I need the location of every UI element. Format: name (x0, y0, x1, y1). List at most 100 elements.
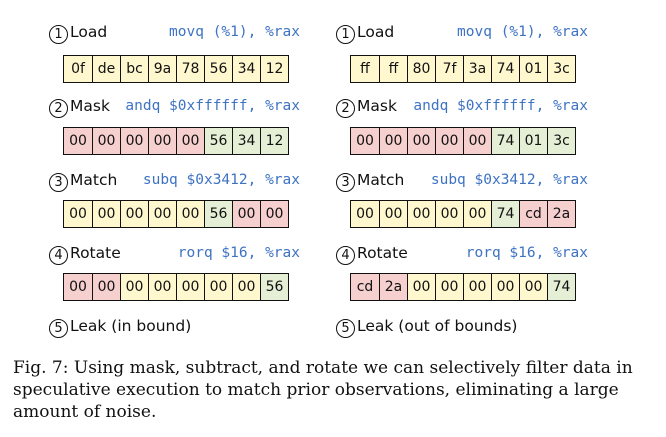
byte-cell: 00 (351, 128, 379, 154)
instruction-code: subq $0x3412, %rax (430, 172, 588, 188)
byte-cell: 74 (547, 274, 575, 300)
byte-cell: 00 (260, 201, 288, 227)
byte-cell: 00 (92, 201, 120, 227)
byte-cell: de (92, 56, 120, 82)
byte-cell: 56 (260, 274, 288, 300)
byte-cell: 7f (435, 56, 463, 82)
byte-cell: 00 (407, 201, 435, 227)
byte-cell: cd (519, 201, 547, 227)
byte-cell: 00 (519, 274, 547, 300)
byte-cell: 00 (435, 274, 463, 300)
step-number-circle: 1 (336, 25, 355, 44)
byte-cell: 00 (435, 201, 463, 227)
byte-cell: 00 (407, 128, 435, 154)
step-name: Load (357, 23, 395, 41)
byte-cell: 00 (64, 128, 92, 154)
byte-cell: 3c (547, 128, 575, 154)
step-name: Rotate (357, 244, 408, 262)
step-number-circle: 4 (336, 246, 355, 265)
byte-cell: 00 (491, 274, 519, 300)
byte-cell: 00 (92, 128, 120, 154)
byte-cell: 00 (64, 274, 92, 300)
step-number-circle: 4 (49, 246, 68, 265)
step-name: Match (70, 171, 118, 189)
byte-cell: 80 (407, 56, 435, 82)
byte-cell: 01 (519, 128, 547, 154)
byte-cell: 74 (491, 128, 519, 154)
figure-caption: Fig. 7: Using mask, subtract, and rotate… (13, 358, 633, 422)
instruction-code: movq (%1), %rax (457, 24, 588, 40)
byte-cell: 3c (547, 56, 575, 82)
step-number-circle: 5 (49, 319, 68, 338)
byte-cell: 00 (148, 201, 176, 227)
byte-cell: 00 (463, 128, 491, 154)
step-number-circle: 2 (49, 99, 68, 118)
byte-cell: 74 (491, 56, 519, 82)
byte-cell: 12 (260, 56, 288, 82)
byte-cell: ff (351, 56, 379, 82)
step-name: Mask (70, 97, 110, 115)
byte-cell: 00 (176, 201, 204, 227)
step-name: Mask (357, 97, 397, 115)
instruction-code: movq (%1), %rax (169, 24, 300, 40)
byte-cell: 12 (260, 128, 288, 154)
byte-cell: 00 (176, 128, 204, 154)
byte-cell: ff (379, 56, 407, 82)
byte-cell: 00 (379, 128, 407, 154)
step-name: Load (70, 23, 108, 41)
byte-cell: 2a (547, 201, 575, 227)
byte-cell: 00 (407, 274, 435, 300)
step-number-circle: 5 (336, 319, 355, 338)
byte-cell: 9a (148, 56, 176, 82)
byte-cell: 56 (204, 128, 232, 154)
byte-cell: 00 (463, 274, 491, 300)
instruction-code: andq $0xffffff, %rax (413, 98, 588, 114)
step-number-circle: 3 (336, 173, 355, 192)
byte-cell: bc (120, 56, 148, 82)
byte-cell: 34 (232, 128, 260, 154)
byte-cell: 3a (463, 56, 491, 82)
step-number-circle: 2 (336, 99, 355, 118)
byte-cell: 00 (176, 274, 204, 300)
byte-cell: 34 (232, 56, 260, 82)
step-number-circle: 1 (49, 25, 68, 44)
instruction-code: rorq $16, %rax (177, 245, 300, 261)
byte-cell: 78 (176, 56, 204, 82)
byte-cell: 00 (351, 201, 379, 227)
byte-cell: 00 (379, 201, 407, 227)
byte-cell: 00 (232, 201, 260, 227)
byte-cell: cd (351, 274, 379, 300)
byte-cell: 00 (435, 128, 463, 154)
instruction-code: rorq $16, %rax (465, 245, 588, 261)
step-name: Leak (out of bounds) (357, 317, 518, 335)
step-number-circle: 3 (49, 173, 68, 192)
byte-cell: 00 (92, 274, 120, 300)
byte-cell: 00 (120, 128, 148, 154)
step-name: Rotate (70, 244, 121, 262)
byte-cell: 56 (204, 201, 232, 227)
byte-cell: 00 (148, 128, 176, 154)
byte-cell: 00 (463, 201, 491, 227)
byte-cell: 00 (64, 201, 92, 227)
step-name: Match (357, 171, 405, 189)
byte-cell: 0f (64, 56, 92, 82)
byte-cell: 00 (204, 274, 232, 300)
byte-cell: 00 (120, 274, 148, 300)
